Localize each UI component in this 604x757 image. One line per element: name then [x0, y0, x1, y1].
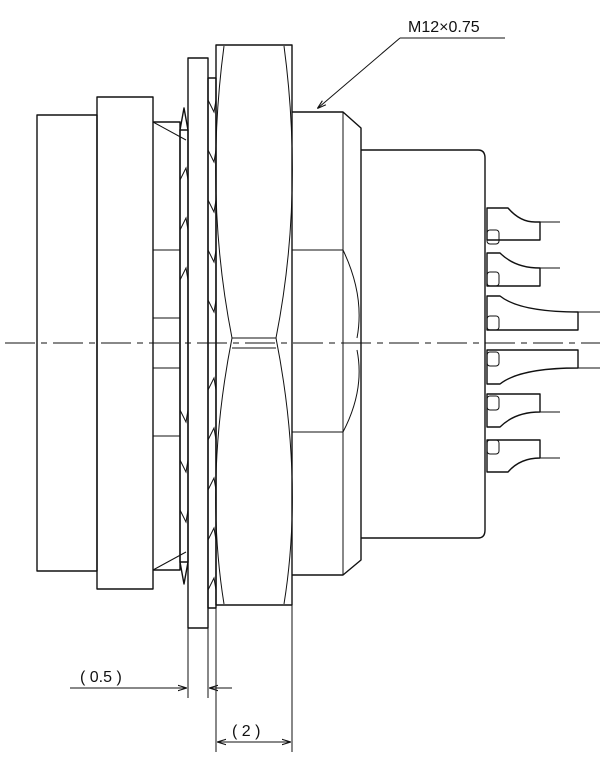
dimension-two-label: ( 2 ): [232, 723, 260, 740]
step-section: [152, 121, 187, 571]
thread-callout-label: M12×0.75: [408, 19, 480, 36]
hex-body: [292, 111, 362, 576]
dimension-half-label: ( 0.5 ): [80, 669, 122, 686]
dimension-two: ( 2 ): [215, 605, 293, 752]
left-body: [36, 96, 154, 590]
dimension-half: ( 0.5 ): [70, 628, 232, 698]
terminal-pins: [486, 207, 600, 473]
rear-housing: [361, 149, 486, 539]
thread-callout: M12×0.75: [318, 19, 505, 108]
lock-washer: [179, 107, 189, 585]
hex-nut: [215, 44, 293, 606]
